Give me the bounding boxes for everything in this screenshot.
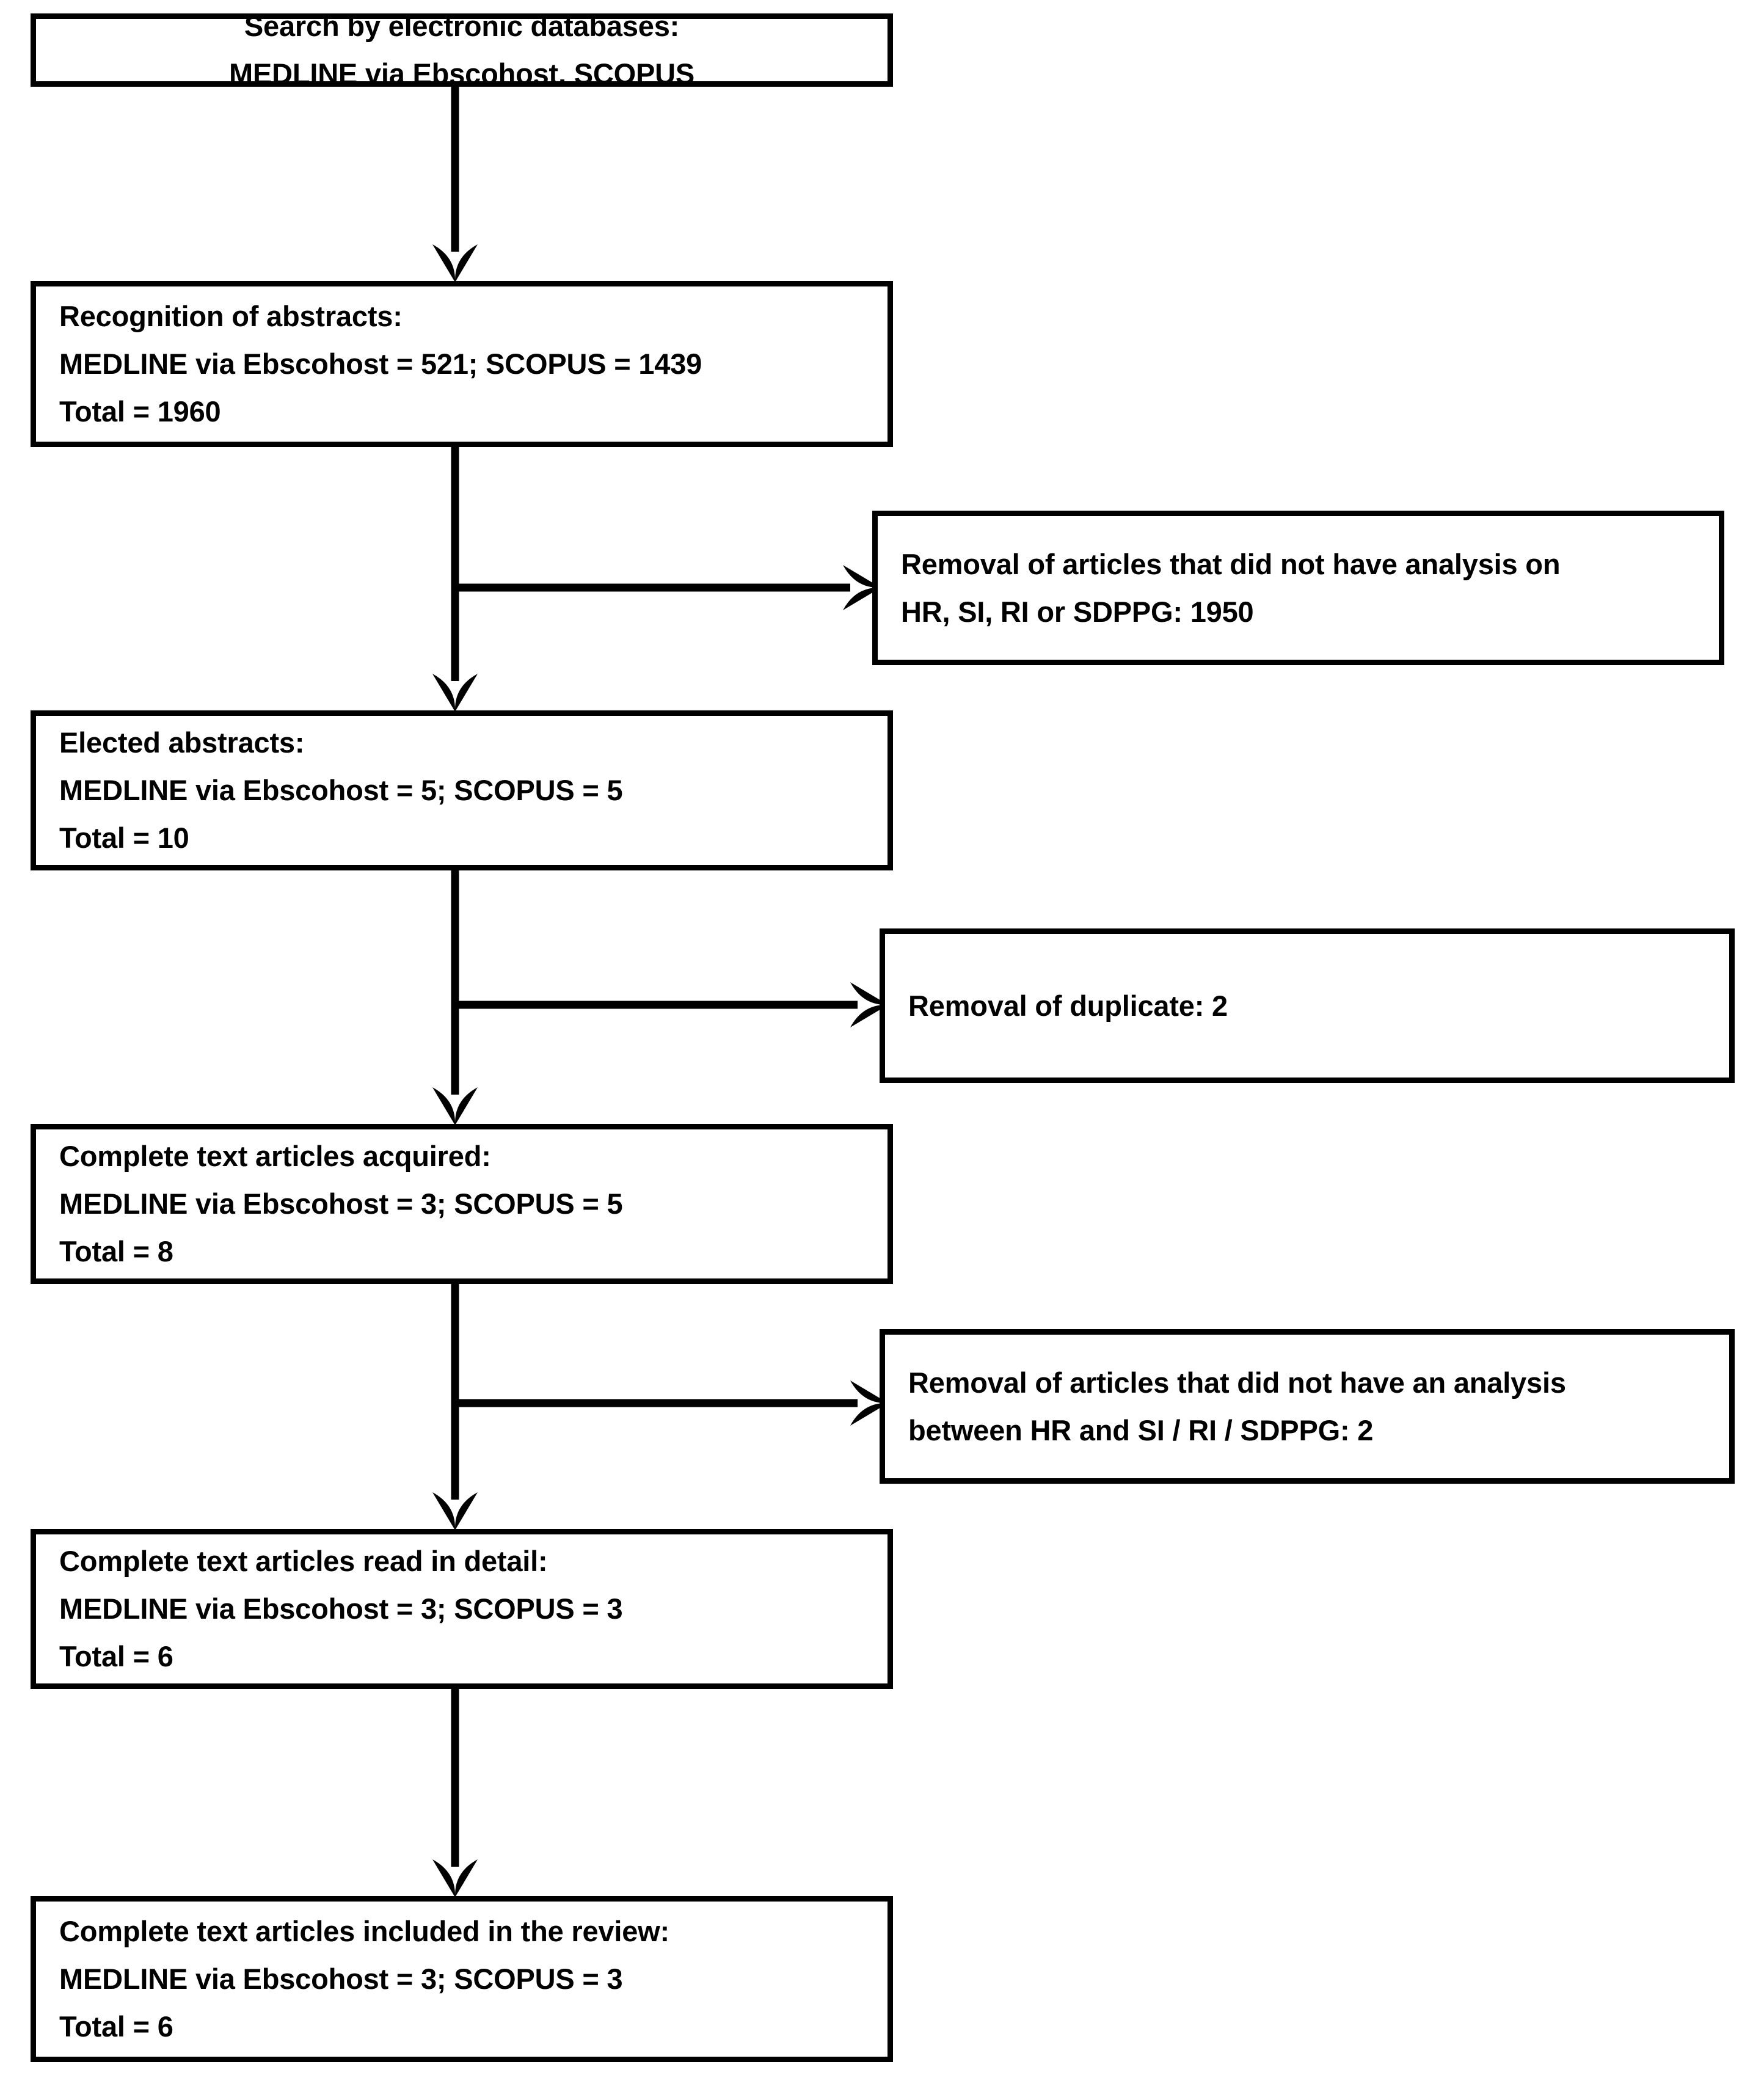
box-line: Total = 6	[59, 1640, 173, 1672]
box-elected-abstracts: Elected abstracts: MEDLINE via Ebscohost…	[31, 710, 893, 870]
box-line: HR, SI, RI or SDPPG: 1950	[901, 595, 1254, 628]
box-line: Removal of articles that did not have an…	[901, 547, 1561, 580]
box-line: MEDLINE via Ebscohost = 521; SCOPUS = 14…	[59, 348, 702, 380]
box-line: MEDLINE via Ebscohost = 3; SCOPUS = 3	[59, 1592, 623, 1625]
box-line: Elected abstracts:	[59, 726, 305, 759]
box-removal-no-analysis-between-hr-si-ri-sdppg: Removal of articles that did not have an…	[880, 1329, 1735, 1484]
box-removal-of-duplicate: Removal of duplicate: 2	[880, 928, 1735, 1083]
box-line: Total = 10	[59, 822, 189, 854]
box-complete-text-articles-included-in-review: Complete text articles included in the r…	[31, 1896, 893, 2062]
box-line: Removal of duplicate: 2	[908, 989, 1228, 1022]
box-line: between HR and SI / RI / SDPPG: 2	[908, 1413, 1374, 1446]
box-line: Total = 8	[59, 1235, 173, 1267]
box-search-databases: Search by electronic databases: MEDLINE …	[31, 13, 893, 87]
box-removal-no-analysis-hr-si-ri-sdppg: Removal of articles that did not have an…	[872, 511, 1724, 665]
box-line: Removal of articles that did not have an…	[908, 1366, 1566, 1399]
connector-search-to-recognition	[432, 87, 478, 282]
box-line: Search by electronic databases:	[244, 13, 680, 42]
box-line: MEDLINE via Ebscohost, SCOPUS	[228, 57, 694, 87]
box-complete-text-articles-read-in-detail: Complete text articles read in detail: M…	[31, 1529, 893, 1689]
connector-acquired-to-removal-2	[455, 1380, 888, 1426]
connector-elected-to-removal-duplicate	[455, 982, 888, 1027]
box-line: MEDLINE via Ebscohost = 3; SCOPUS = 3	[59, 1963, 623, 1995]
box-line: Complete text articles included in the r…	[59, 1915, 669, 1947]
box-line: MEDLINE via Ebscohost = 3; SCOPUS = 5	[59, 1187, 623, 1220]
box-line: Complete text articles read in detail:	[59, 1545, 548, 1577]
box-line: Total = 1960	[59, 395, 221, 428]
box-line: Complete text articles acquired:	[59, 1140, 491, 1172]
connector-recognition-to-removal-1	[455, 565, 881, 610]
box-line: Total = 6	[59, 2010, 173, 2043]
box-recognition-of-abstracts: Recognition of abstracts: MEDLINE via Eb…	[31, 281, 893, 447]
box-complete-text-articles-acquired: Complete text articles acquired: MEDLINE…	[31, 1124, 893, 1284]
box-line: MEDLINE via Ebscohost = 5; SCOPUS = 5	[59, 774, 623, 806]
box-line: Recognition of abstracts:	[59, 300, 403, 332]
